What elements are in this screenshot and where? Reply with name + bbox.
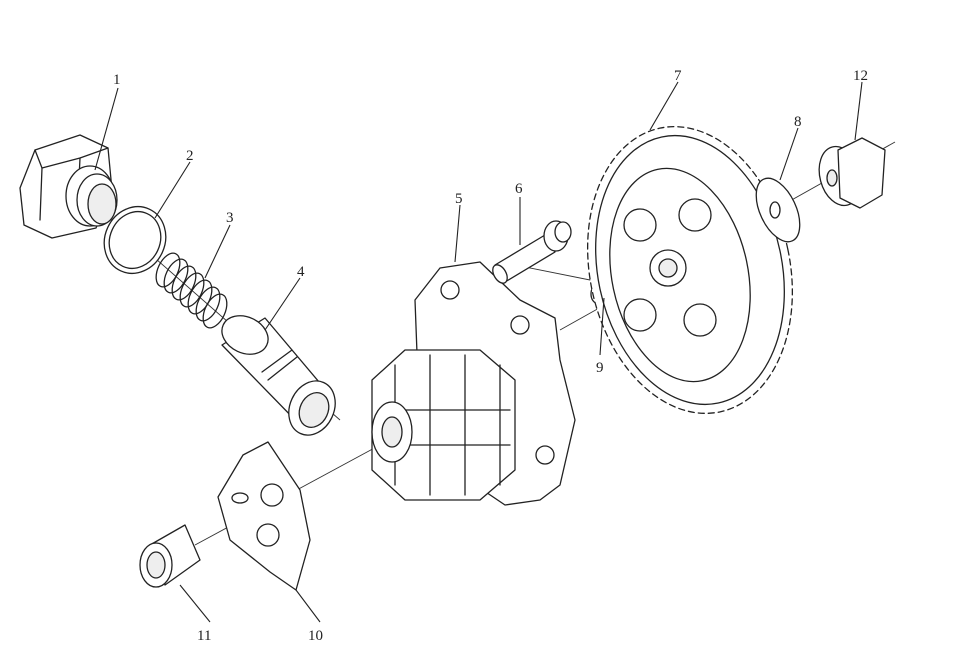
callout-3: 3 — [226, 210, 234, 226]
part-oil-pump-body — [371, 261, 576, 506]
callout-8: 8 — [794, 114, 802, 130]
callout-11: 11 — [197, 628, 211, 644]
callout-12: 12 — [853, 68, 868, 84]
callout-5: 5 — [455, 191, 463, 207]
callout-9: 9 — [596, 360, 604, 376]
callout-10: 10 — [308, 628, 323, 644]
part-spring — [155, 252, 228, 329]
part-bushing — [139, 524, 201, 588]
part-flange-nut — [818, 137, 886, 209]
part-pump-drive-gear — [586, 126, 794, 414]
part-o-ring — [103, 206, 167, 274]
callout-4: 4 — [297, 264, 305, 280]
callout-1: 1 — [113, 72, 121, 88]
part-flange-bolt — [492, 220, 572, 284]
callout-7: 7 — [674, 68, 682, 84]
part-relief-valve-piston — [221, 315, 336, 436]
part-hex-plug — [19, 134, 118, 239]
part-washer — [755, 177, 801, 243]
callout-labels: 1 2 3 4 5 6 7 8 9 10 11 12 — [113, 68, 868, 644]
part-pump-cover-plate — [217, 441, 311, 591]
callout-6: 6 — [515, 181, 523, 197]
callout-2: 2 — [186, 148, 194, 164]
leader-lines — [94, 81, 863, 623]
